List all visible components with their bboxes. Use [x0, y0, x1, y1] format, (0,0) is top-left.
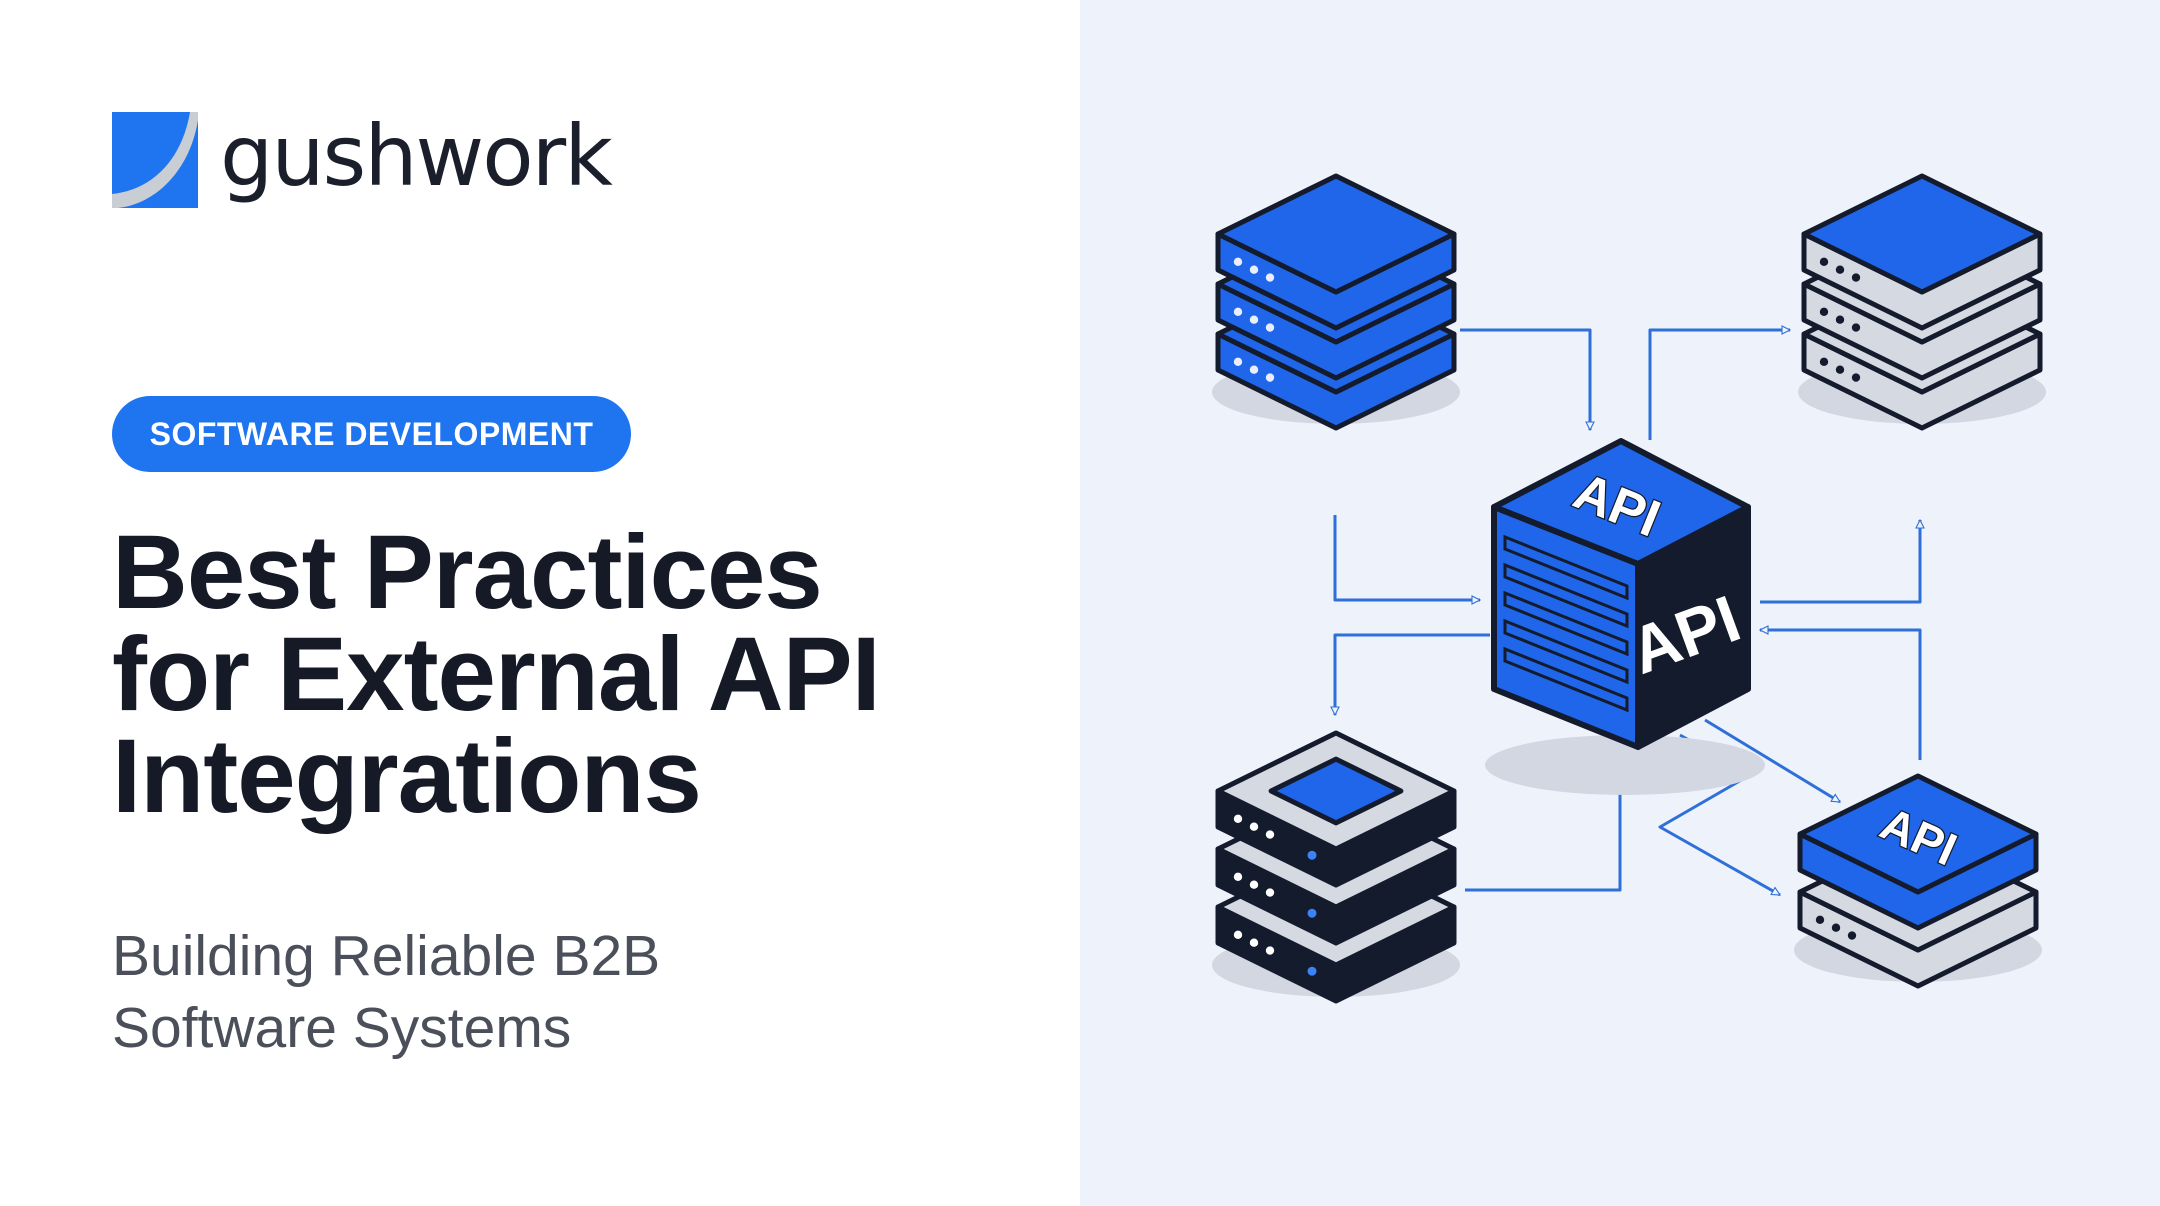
subtitle-line-2: Software Systems [112, 996, 572, 1060]
server-bottom-left [1212, 730, 1460, 1004]
left-panel: gushwork SOFTWARE DEVELOPMENT Best Pract… [112, 107, 1042, 1064]
server-top-right-slab-1 [1801, 173, 2043, 331]
connector-arrows [1333, 328, 1922, 897]
server-bottom-right: API [1794, 773, 2042, 989]
server-bottom-right-status-light [1847, 931, 1857, 940]
server-bottom-left-status-light [1265, 830, 1275, 839]
server-bottom-left-slab-1 [1215, 730, 1457, 888]
arrow-tl-down-to-hub [1333, 515, 1480, 600]
server-top-right-status-light [1851, 373, 1861, 382]
hub-right-face [1635, 504, 1751, 750]
server-top-right-status-light [1819, 307, 1829, 317]
logo-mark-icon [112, 112, 198, 208]
server-bottom-left-led [1307, 908, 1317, 918]
server-bottom-left-status-light [1249, 938, 1259, 947]
title-line-2: for External API [112, 616, 881, 733]
server-top-right-status-light [1835, 265, 1845, 274]
server-bottom-right-status-light [1831, 923, 1841, 932]
arrow-hub-to-tr-up [1760, 520, 1920, 604]
page-title: Best Practices for External API Integrat… [112, 514, 1042, 835]
server-top-right-status-light [1835, 315, 1845, 324]
server-bottom-left-status-light [1249, 822, 1259, 831]
page-subtitle: Building Reliable B2B Software Systems [112, 920, 1012, 1064]
server-stacks: API [1212, 173, 2046, 1004]
server-top-right-status-light [1851, 323, 1861, 332]
arrow-tl-to-hub [1460, 328, 1590, 430]
arrow-hub-to-tr [1648, 330, 1790, 440]
arrow-br-to-hub [1760, 630, 1922, 760]
server-top-left-status-light [1233, 357, 1243, 367]
api-hub-cube: API API [1485, 438, 1765, 795]
server-bottom-left-status-light [1265, 888, 1275, 897]
server-top-left-status-light [1249, 365, 1259, 374]
server-top-left-status-light [1265, 373, 1275, 382]
server-bottom-left-status-light [1233, 814, 1243, 824]
title-line-3: Integrations [112, 718, 702, 835]
server-bottom-left-led [1307, 966, 1317, 976]
arrow-bl-to-hub [1465, 785, 1620, 892]
server-bottom-left-status-light [1233, 872, 1243, 882]
server-bottom-right-slab-1-top [1797, 773, 2039, 895]
hub-vent-slots [1503, 534, 1629, 713]
brand-name: gushwork [220, 107, 613, 205]
server-bottom-left-status-light [1233, 930, 1243, 940]
server-top-left-slab-1 [1215, 173, 1457, 331]
server-top-right-status-light [1835, 365, 1845, 374]
title-line-1: Best Practices [112, 514, 823, 631]
arrow-hub-to-br-upper [1704, 718, 1840, 804]
server-top-left-status-light [1265, 323, 1275, 332]
server-bottom-left-screen [1268, 756, 1404, 826]
server-bottom-left-led [1307, 850, 1317, 860]
arrow-hub-to-bl [1335, 633, 1490, 715]
server-bottom-right-slab-1 [1797, 773, 2039, 931]
server-top-left-status-light [1249, 315, 1259, 324]
server-top-left-slab-1-top [1215, 173, 1457, 295]
server-bottom-right-status-light [1815, 915, 1825, 925]
server-top-left-status-light [1233, 307, 1243, 317]
server-top-left-status-light [1249, 265, 1259, 274]
server-bottom-left-status-light [1249, 880, 1259, 889]
hub-shadow [1485, 735, 1765, 795]
server-bottom-left-status-light [1265, 946, 1275, 955]
server-top-left-status-light [1265, 273, 1275, 282]
server-top-right-status-light [1819, 357, 1829, 367]
server-top-right [1798, 173, 2046, 431]
server-top-right-status-light [1851, 273, 1861, 282]
server-top-left [1212, 173, 1460, 431]
category-badge[interactable]: SOFTWARE DEVELOPMENT [112, 396, 631, 472]
api-integration-diagram: API API API [1212, 173, 2046, 1004]
server-top-right-status-light [1819, 257, 1829, 267]
brand-logo[interactable]: gushwork [112, 107, 613, 208]
server-top-left-status-light [1233, 257, 1243, 267]
subtitle-line-1: Building Reliable B2B [112, 924, 661, 988]
server-top-right-slab-1-top [1801, 173, 2043, 295]
